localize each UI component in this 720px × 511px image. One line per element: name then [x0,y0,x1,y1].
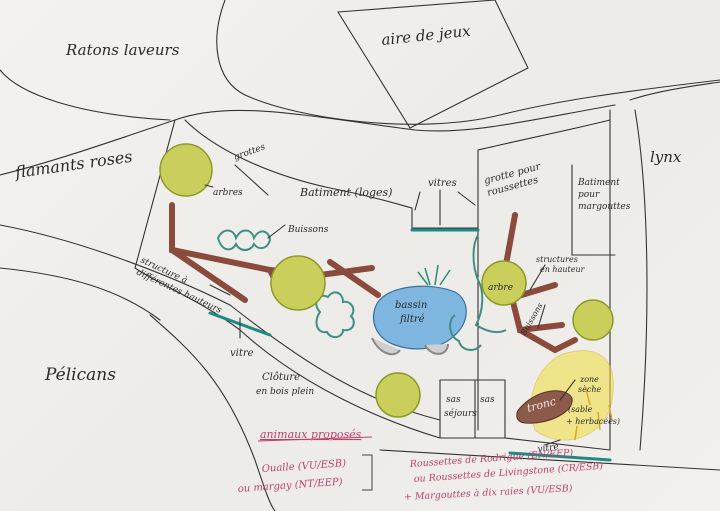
label-arbre-r: arbre [488,283,513,293]
structure-right-c [517,327,578,354]
bush-right-vertical [472,234,507,334]
label-vitre-left: vitre [230,348,254,359]
bush-top [216,229,272,251]
legend-title: animaux proposés [260,428,362,441]
arrow-zone [559,379,576,401]
arrow-structures-r [529,264,546,291]
animals-legend: animaux proposés Oualle (VU/ESB) ou marg… [237,428,603,503]
pond-rocks [371,337,449,356]
label-sas-1: sas [446,395,461,405]
label-cloture-2: en bois plein [256,387,314,397]
aire-de-jeux-box [337,0,529,129]
tree-far-right [572,299,614,341]
arrow-vitres [414,189,476,226]
label-buissons: Buissons [287,225,329,235]
bush-right-low [449,314,482,351]
dry-grass [574,388,613,441]
label-lynx: lynx [650,148,682,166]
arrow-arbres [204,184,214,188]
tree-center [270,255,326,311]
label-pelicans: Pélicans [44,365,116,385]
arrows [204,164,576,446]
enclosure-bottom [134,267,611,451]
path-flamants-top [0,119,176,176]
tree-right [481,260,527,306]
legend-line5: + Margouttes à dix raies (VU/ESB) [404,483,573,503]
label-ratons: Ratons laveurs [65,41,180,59]
label-bassin-2: filtré [399,314,425,325]
label-structures-r2: en hauteur [540,265,586,274]
grotte-top [477,119,611,151]
path-pelican-curve [149,314,276,511]
legend-line1: Oualle (VU/ESB) [261,458,346,475]
path-flamants-lower [0,267,161,321]
arrow-grottes [234,164,269,196]
label-bassin-1: bassin [395,300,427,311]
arrow-buissons [267,224,286,239]
label-grottes: grottes [233,142,267,163]
legend-title-underline [257,436,373,442]
bush-middle [315,291,355,338]
margouttes-box [571,164,616,256]
enclosure-left-wall [134,119,176,269]
building-bottom [411,207,479,229]
vitre-bottom-line [508,451,612,462]
label-sas-2: sas [480,395,495,405]
label-zone-2: sèche [578,385,601,394]
path-ratons-lower [0,69,171,121]
label-vitre-bottom: vitre [537,442,559,455]
trees [159,143,614,418]
label-structures-r1: structures [536,255,578,264]
label-bat-marg-2: pour [578,190,600,200]
path-bottom-right [379,449,720,471]
label-zone-1: zone [579,375,599,384]
enclosure-top [174,104,616,132]
path-lynx-left [634,109,648,451]
label-batiment: Batiment (loges) [299,186,392,199]
label-bat-marg-3: margouttes [578,202,631,212]
legend-line2: ou margay (NT/EEP) [237,477,343,495]
structure-left-d [327,259,381,298]
label-vitres-top: vitres [428,178,457,189]
pond-plants [417,264,451,286]
sas-boxes [439,379,506,439]
bassin-filtre [373,285,467,350]
structure-left-b [169,247,248,303]
arrow-buissons-r [537,304,546,329]
label-zone-3: (sable [568,405,593,414]
arrow-vitre-bottom [544,439,561,446]
tree-bottom [375,372,421,418]
label-aire: aire de jeux [381,22,472,49]
bushes [216,229,507,351]
path-pelican-top [0,224,231,306]
path-top-ellipse [244,79,720,125]
tronc-log [516,390,573,424]
label-bat-marg-1: Batiment [577,178,620,188]
label-cloture-1: Clôture [262,372,300,383]
label-sas-3: séjours [444,408,477,419]
label-arbres: arbres [213,188,243,198]
path-lynx-top [629,81,720,101]
path-top-left [216,0,246,96]
tree-top-left [159,143,213,197]
legend-bracket [362,454,373,491]
building-curve [184,119,413,209]
label-flamants: flamants roses [13,147,134,182]
label-zone-4: + herbacées) [566,417,620,426]
arrow-structure [209,284,231,296]
